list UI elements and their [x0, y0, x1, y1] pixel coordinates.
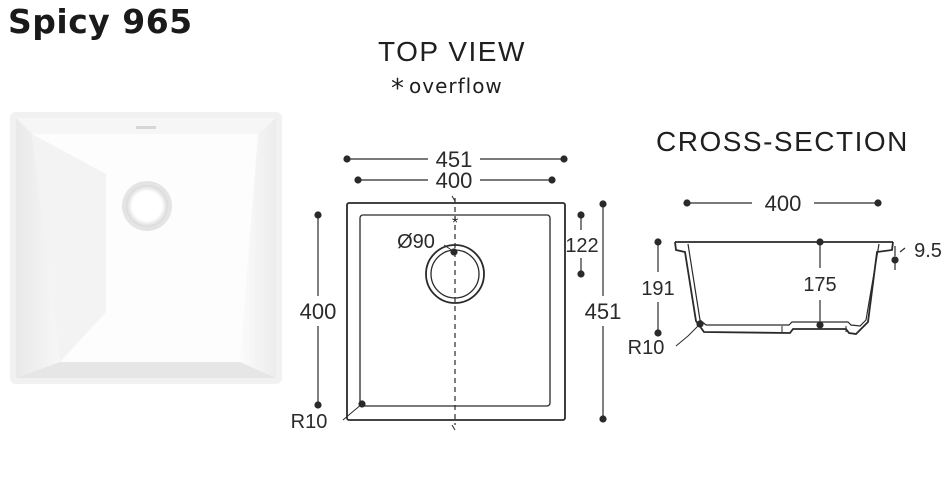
sink-product-image — [10, 112, 282, 384]
dim-top-inner-height: 400 — [300, 299, 337, 324]
dim-drain-offset: 122 — [565, 235, 598, 257]
dim-top-corner-radius: R10 — [291, 411, 328, 433]
dim-section-corner-radius: R10 — [628, 337, 665, 359]
dim-section-bowl-depth: 175 — [803, 274, 836, 296]
dim-section-rim: 9.5 — [914, 240, 942, 262]
dim-section-width: 400 — [765, 191, 802, 216]
cross-section-heading: CROSS-SECTION — [656, 126, 909, 157]
dim-top-outer-height: 451 — [585, 299, 622, 324]
cross-section-dimensions: 400 9.5 191 175 R10 — [628, 191, 942, 359]
cross-section-drawing — [674, 241, 894, 335]
overflow-note-label: overflow — [409, 74, 503, 98]
top-view-dimensions: 451 400 Ø90 122 400 451 R10 — [291, 147, 622, 433]
dim-section-total-depth: 191 — [641, 278, 674, 300]
sink-outer-outline — [346, 202, 566, 421]
top-view-drawing: * — [346, 195, 566, 431]
dim-top-inner-width: 400 — [436, 168, 473, 193]
overflow-position-marker: * — [452, 215, 458, 232]
top-view-heading: TOP VIEW — [378, 36, 526, 67]
overflow-note: *overflow — [391, 74, 503, 104]
dim-drain-diameter: Ø90 — [397, 231, 435, 253]
product-title: Spicy 965 — [8, 2, 193, 41]
dim-top-outer-width: 451 — [436, 147, 473, 172]
overflow-asterisk: * — [391, 74, 405, 104]
